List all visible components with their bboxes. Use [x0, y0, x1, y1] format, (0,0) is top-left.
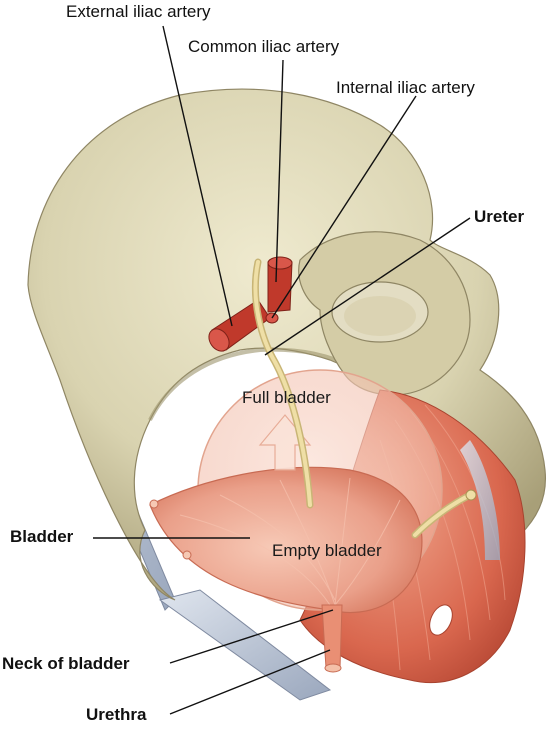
empty-bladder-shape	[149, 466, 423, 614]
label-empty-bladder: Empty bladder	[272, 541, 382, 560]
leader-lines	[93, 25, 471, 715]
bladder-striations	[179, 477, 401, 606]
ureter-right-core	[413, 493, 472, 537]
pelvic-brim	[148, 347, 361, 421]
label-full-bladder: Full bladder	[242, 388, 331, 407]
label-internal-iliac-artery: Internal iliac artery	[336, 78, 475, 97]
vertebral-body-shade	[344, 296, 416, 336]
label-external-iliac-artery: External iliac artery	[66, 2, 211, 21]
ligament-bottom	[158, 589, 332, 701]
ureter-left-core	[253, 260, 312, 507]
common-iliac-artery-cut	[267, 256, 293, 270]
urethra-opening	[324, 663, 342, 673]
ligament-right	[460, 440, 500, 560]
bladder-knob-left	[149, 499, 159, 509]
external-iliac-artery-cut	[208, 328, 230, 352]
obturator-foramen	[429, 604, 453, 636]
bladder-knob-bottom	[182, 550, 192, 560]
ureter-right-cut	[465, 489, 477, 501]
label-urethra: Urethra	[86, 705, 147, 724]
label-common-iliac-artery: Common iliac artery	[188, 37, 340, 56]
urethra-shape	[321, 604, 343, 669]
label-neck-of-bladder: Neck of bladder	[2, 654, 130, 673]
label-ureter: Ureter	[474, 207, 525, 226]
label-bladder: Bladder	[10, 527, 74, 546]
